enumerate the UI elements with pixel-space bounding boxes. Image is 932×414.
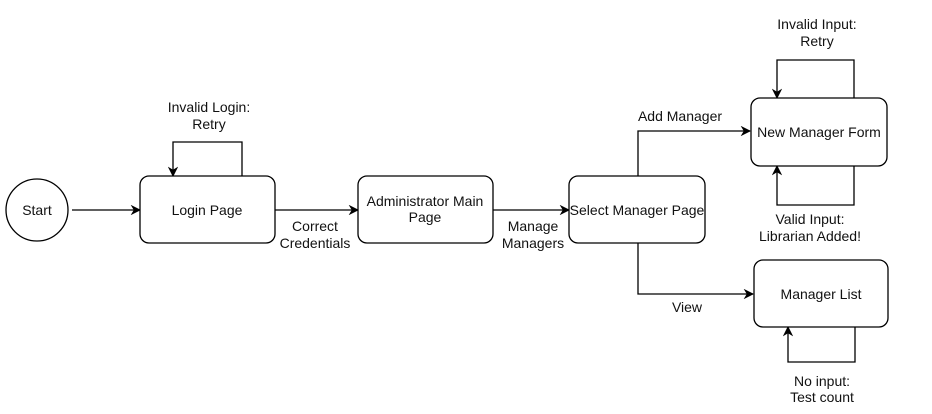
edge-labels: Invalid Login: Retry Correct Credentials… xyxy=(168,16,861,405)
manager-list-label: Manager List xyxy=(781,286,862,302)
correct-credentials-label-line1: Correct xyxy=(292,218,338,234)
invalid-login-label-line1: Invalid Login: xyxy=(168,99,251,115)
select-manager-label: Select Manager Page xyxy=(570,202,705,218)
node-select-manager-page: Select Manager Page xyxy=(568,175,706,244)
manage-managers-label-line2: Managers xyxy=(502,235,564,251)
admin-main-label-line2: Page xyxy=(409,209,442,225)
valid-input-label-line1: Valid Input: xyxy=(775,211,844,227)
node-new-manager-form: New Manager Form xyxy=(750,97,888,167)
edge-select-to-list xyxy=(637,243,755,300)
new-manager-form-label: New Manager Form xyxy=(757,124,881,140)
no-input-label-line2: Test count xyxy=(790,389,854,405)
invalid-input-label-line2: Retry xyxy=(800,33,833,49)
start-label: Start xyxy=(22,202,52,218)
edge-newform-invalid-loop xyxy=(771,59,855,100)
login-page-box xyxy=(139,175,276,244)
add-manager-label: Add Manager xyxy=(638,108,722,124)
new-manager-form-box xyxy=(750,97,888,167)
edge-login-self-loop xyxy=(167,141,243,178)
start-circle xyxy=(5,178,69,242)
invalid-input-label-line1: Invalid Input: xyxy=(777,16,856,32)
login-page-label: Login Page xyxy=(172,202,243,218)
node-admin-main-page: Administrator Main Page xyxy=(357,175,494,244)
manage-managers-label-line1: Manage xyxy=(508,218,559,234)
correct-credentials-label-line2: Credentials xyxy=(280,235,351,251)
node-manager-list: Manager List xyxy=(753,259,889,328)
select-manager-box xyxy=(568,175,706,244)
view-label: View xyxy=(672,299,703,315)
edge-newform-valid-loop xyxy=(771,164,855,206)
valid-input-label-line2: Librarian Added! xyxy=(759,228,861,244)
admin-main-box xyxy=(357,175,494,244)
edge-select-to-newform xyxy=(637,125,752,176)
edges xyxy=(72,59,856,363)
admin-main-label-line1: Administrator Main xyxy=(367,193,484,209)
node-login-page: Login Page xyxy=(139,175,276,244)
edge-list-noinput-loop xyxy=(782,325,856,363)
invalid-login-label-line2: Retry xyxy=(192,116,225,132)
no-input-label-line1: No input: xyxy=(794,373,850,389)
manager-list-box xyxy=(753,259,889,328)
node-start: Start xyxy=(5,178,69,242)
